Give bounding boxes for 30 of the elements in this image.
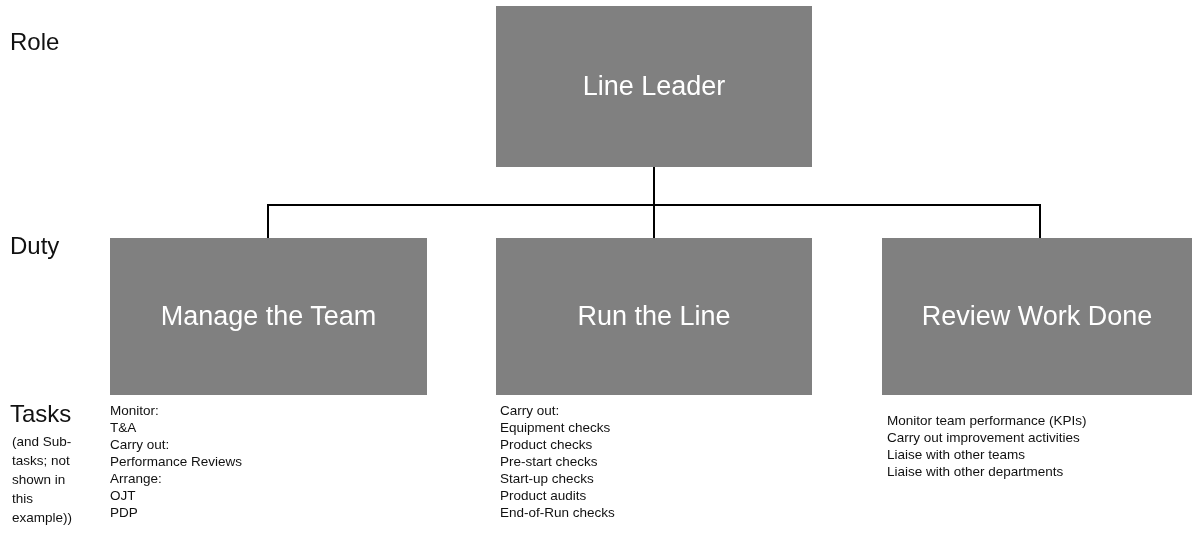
task-text: Liaise with other teams: [887, 446, 1026, 463]
task-text: Liaise with other departments: [887, 463, 1064, 480]
task-text: T&A: [110, 419, 137, 436]
task-text: Carry out:: [500, 402, 560, 419]
task-text: Product checks: [500, 436, 593, 453]
task-text: Monitor team performance (KPIs): [887, 412, 1087, 429]
task-text: Carry out improvement activities: [887, 429, 1080, 446]
duty-box: [882, 238, 1192, 395]
role-box: [496, 6, 812, 167]
task-text: Pre-start checks: [500, 453, 598, 470]
task-text: Monitor:: [110, 402, 159, 419]
row-heading: Role: [10, 28, 60, 56]
task-text: Equipment checks: [500, 419, 611, 436]
task-text: Performance Reviews: [110, 453, 243, 470]
task-text: Carry out:: [110, 436, 170, 453]
task-text: PDP: [110, 504, 138, 521]
duty-box: [496, 238, 812, 395]
box-title: Line Leader: [582, 71, 726, 102]
task-text: Arrange:: [110, 470, 162, 487]
box-title: Run the Line: [577, 301, 731, 332]
task-text: Product audits: [500, 487, 587, 504]
row-heading: Duty: [10, 232, 60, 260]
box-title: Review Work Done: [921, 301, 1153, 332]
note-text: (and Sub-tasks; not shown in this example)): [12, 433, 74, 527]
box-title: Manage the Team: [160, 301, 377, 332]
row-heading: Tasks: [10, 400, 72, 428]
task-text: Start-up checks: [500, 470, 594, 487]
duty-box: [110, 238, 427, 395]
task-text: OJT: [110, 487, 136, 504]
task-text: End-of-Run checks: [500, 504, 615, 521]
